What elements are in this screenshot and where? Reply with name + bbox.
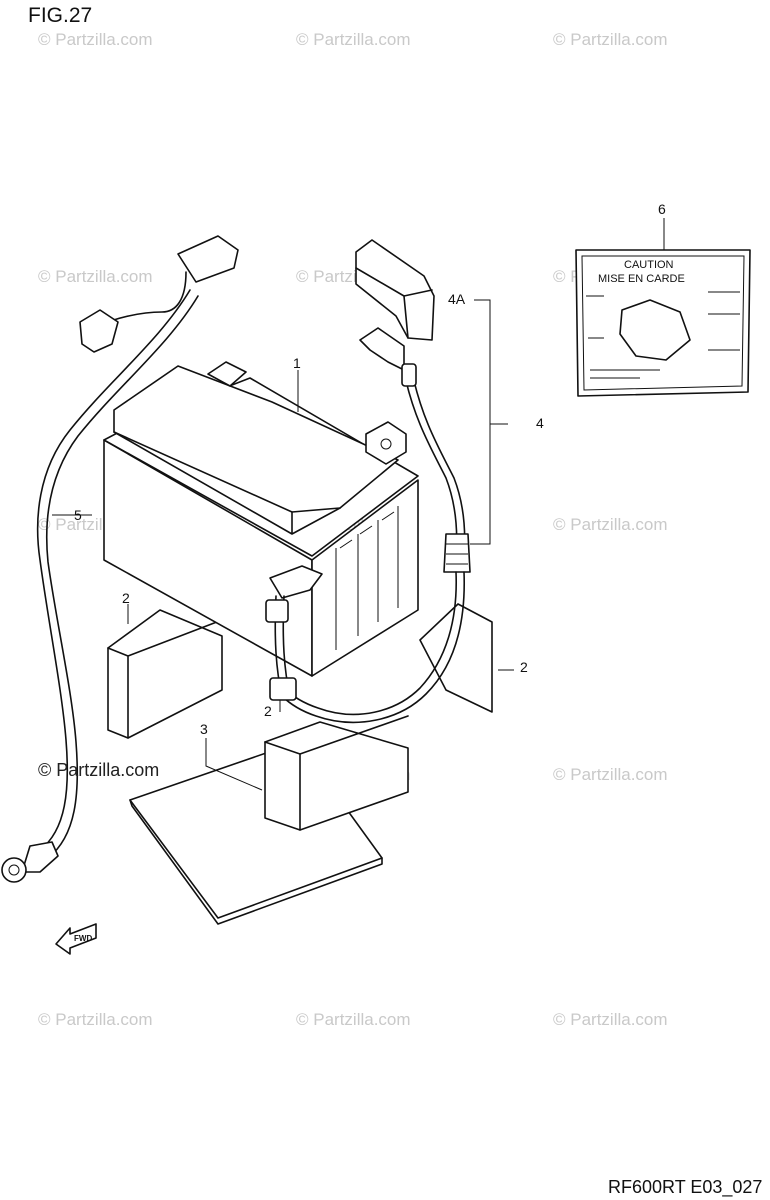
callout-5: 5 xyxy=(74,507,82,523)
callout-2-right: 2 xyxy=(520,659,528,675)
watermark: © Partzilla.com xyxy=(553,765,668,784)
partzilla-watermark: © Partzilla.com xyxy=(38,760,159,780)
battery xyxy=(103,361,419,677)
positive-cable xyxy=(281,239,471,724)
watermark: © Partzilla.com xyxy=(296,30,411,49)
caution-label-line2: MISE EN CARDE xyxy=(598,273,685,285)
callout-4: 4 xyxy=(536,415,544,431)
forward-arrow-icon: FWD xyxy=(55,923,97,955)
caution-label-line1: CAUTION xyxy=(624,259,674,271)
callout-6: 6 xyxy=(658,201,666,217)
figure-title: FIG.27 xyxy=(28,4,92,27)
watermark: © Partzilla.com xyxy=(553,30,668,49)
watermark: © Partzilla.com xyxy=(553,515,668,534)
callout-4a: 4A xyxy=(448,291,466,307)
watermark: © Partzilla.com xyxy=(296,1010,411,1029)
negative-cable xyxy=(1,235,323,883)
callout-2-left: 2 xyxy=(122,590,130,606)
callout-labels: 1 2 2 2 3 4 4A 5 6 xyxy=(74,201,666,737)
figure-code: RF600RT E03_027 xyxy=(608,1177,762,1198)
spacer-right xyxy=(419,603,493,713)
caution-label: CAUTION MISE EN CARDE xyxy=(575,249,751,397)
spacer-lower xyxy=(264,715,409,831)
callout-1: 1 xyxy=(293,355,301,371)
watermark: © Partzilla.com xyxy=(38,267,153,286)
callout-2-lower: 2 xyxy=(264,703,272,719)
watermark: © Partzilla.com xyxy=(38,1010,153,1029)
spacer-left xyxy=(107,609,223,739)
callout-3: 3 xyxy=(200,721,208,737)
watermark: © Partzilla.com xyxy=(553,1010,668,1029)
forward-arrow-label: FWD xyxy=(74,934,92,943)
watermark: © Partzilla.com xyxy=(38,30,153,49)
leader-lines xyxy=(52,218,665,791)
